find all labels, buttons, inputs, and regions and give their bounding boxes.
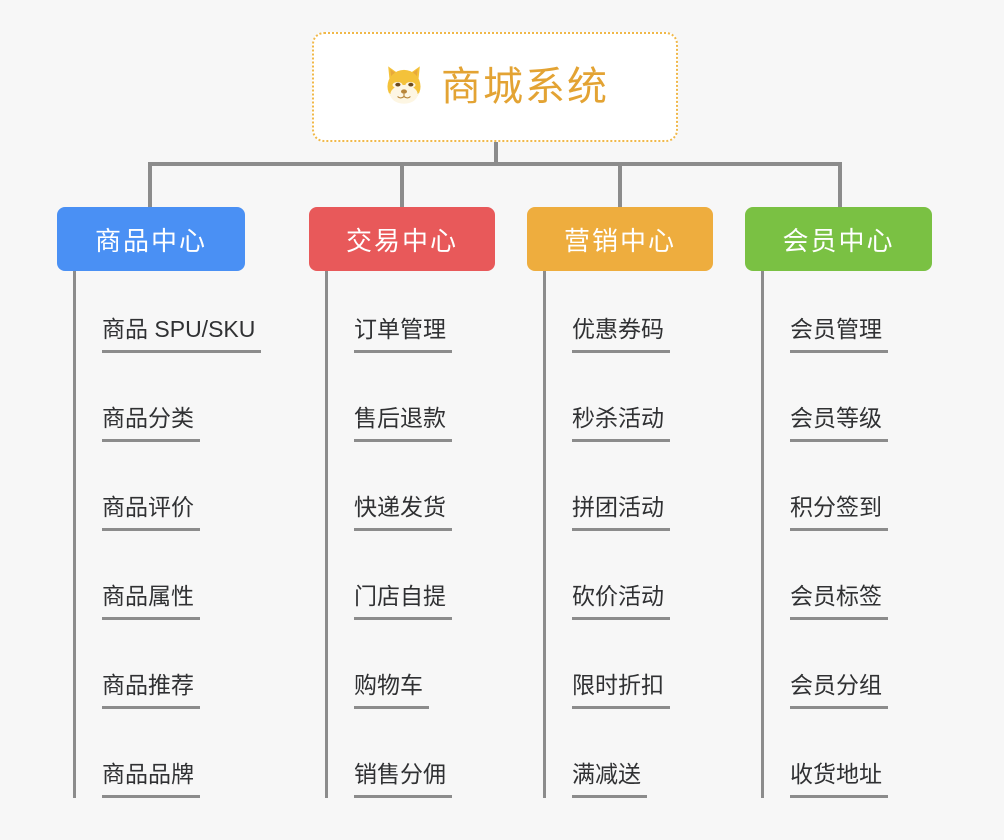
leaf-label: 商品分类 [102,407,200,442]
branch-column-trade: 交易中心 订单管理 售后退款 快递发货 门店自提 购物车 销售分佣 [309,207,539,798]
leaf-label: 拼团活动 [572,496,670,531]
leaf-label: 订单管理 [354,318,452,353]
branch-leaf-list-product: 商品 SPU/SKU 商品分类 商品评价 商品属性 商品推荐 商品品牌 [73,271,317,798]
leaf-label: 会员标签 [790,585,888,620]
list-item[interactable]: 会员管理 [764,271,975,353]
leaf-label: 门店自提 [354,585,452,620]
list-item[interactable]: 商品属性 [76,531,317,620]
connector-stem [494,142,498,164]
list-item[interactable]: 砍价活动 [546,531,757,620]
leaf-label: 会员等级 [790,407,888,442]
list-item[interactable]: 售后退款 [328,353,539,442]
connector-drop-1 [148,162,152,208]
leaf-label: 快递发货 [354,496,452,531]
root-node[interactable]: 商城系统 [312,32,678,142]
list-item[interactable]: 会员等级 [764,353,975,442]
branch-header-label: 商品中心 [94,225,207,256]
leaf-label: 优惠券码 [572,318,670,353]
leaf-label: 商品属性 [102,585,200,620]
branch-header-label: 交易中心 [345,225,458,256]
dog-face-icon [381,62,427,113]
list-item[interactable]: 拼团活动 [546,442,757,531]
leaf-label: 商品 SPU/SKU [102,318,262,353]
leaf-label: 秒杀活动 [572,407,670,442]
leaf-label: 购物车 [354,674,429,709]
list-item[interactable]: 秒杀活动 [546,353,757,442]
list-item[interactable]: 商品推荐 [76,620,317,709]
list-item[interactable]: 商品品牌 [76,709,317,798]
leaf-label: 商品评价 [102,496,200,531]
branch-header-product[interactable]: 商品中心 [57,207,245,271]
leaf-label: 收货地址 [790,763,888,798]
branch-header-member[interactable]: 会员中心 [745,207,932,271]
leaf-label: 会员分组 [790,674,888,709]
list-item[interactable]: 会员分组 [764,620,975,709]
list-item[interactable]: 收货地址 [764,709,975,798]
branch-header-label: 会员中心 [782,225,895,256]
connector-drop-3 [618,162,622,208]
leaf-label: 满减送 [572,763,647,798]
branch-column-product: 商品中心 商品 SPU/SKU 商品分类 商品评价 商品属性 商品推荐 商品品牌 [57,207,317,798]
list-item[interactable]: 满减送 [546,709,757,798]
leaf-label: 限时折扣 [572,674,670,709]
list-item[interactable]: 销售分佣 [328,709,539,798]
connector-horizontal-bar [150,162,840,166]
leaf-label: 销售分佣 [354,763,452,798]
list-item[interactable]: 订单管理 [328,271,539,353]
branch-leaf-list-trade: 订单管理 售后退款 快递发货 门店自提 购物车 销售分佣 [325,271,539,798]
branch-column-marketing: 营销中心 优惠券码 秒杀活动 拼团活动 砍价活动 限时折扣 满减送 [527,207,757,798]
branch-leaf-list-member: 会员管理 会员等级 积分签到 会员标签 会员分组 收货地址 [761,271,975,798]
branch-header-marketing[interactable]: 营销中心 [527,207,713,271]
branch-header-trade[interactable]: 交易中心 [309,207,495,271]
list-item[interactable]: 购物车 [328,620,539,709]
connector-drop-4 [838,162,842,208]
leaf-label: 商品推荐 [102,674,200,709]
list-item[interactable]: 商品分类 [76,353,317,442]
list-item[interactable]: 积分签到 [764,442,975,531]
connector-drop-2 [400,162,404,208]
list-item[interactable]: 门店自提 [328,531,539,620]
branch-leaf-list-marketing: 优惠券码 秒杀活动 拼团活动 砍价活动 限时折扣 满减送 [543,271,757,798]
leaf-label: 积分签到 [790,496,888,531]
list-item[interactable]: 优惠券码 [546,271,757,353]
branch-column-member: 会员中心 会员管理 会员等级 积分签到 会员标签 会员分组 收货地址 [745,207,975,798]
leaf-label: 商品品牌 [102,763,200,798]
list-item[interactable]: 会员标签 [764,531,975,620]
root-title: 商城系统 [441,65,609,109]
leaf-label: 售后退款 [354,407,452,442]
leaf-label: 会员管理 [790,318,888,353]
list-item[interactable]: 限时折扣 [546,620,757,709]
list-item[interactable]: 商品 SPU/SKU [76,271,317,353]
list-item[interactable]: 快递发货 [328,442,539,531]
leaf-label: 砍价活动 [572,585,670,620]
list-item[interactable]: 商品评价 [76,442,317,531]
branch-header-label: 营销中心 [563,225,676,256]
